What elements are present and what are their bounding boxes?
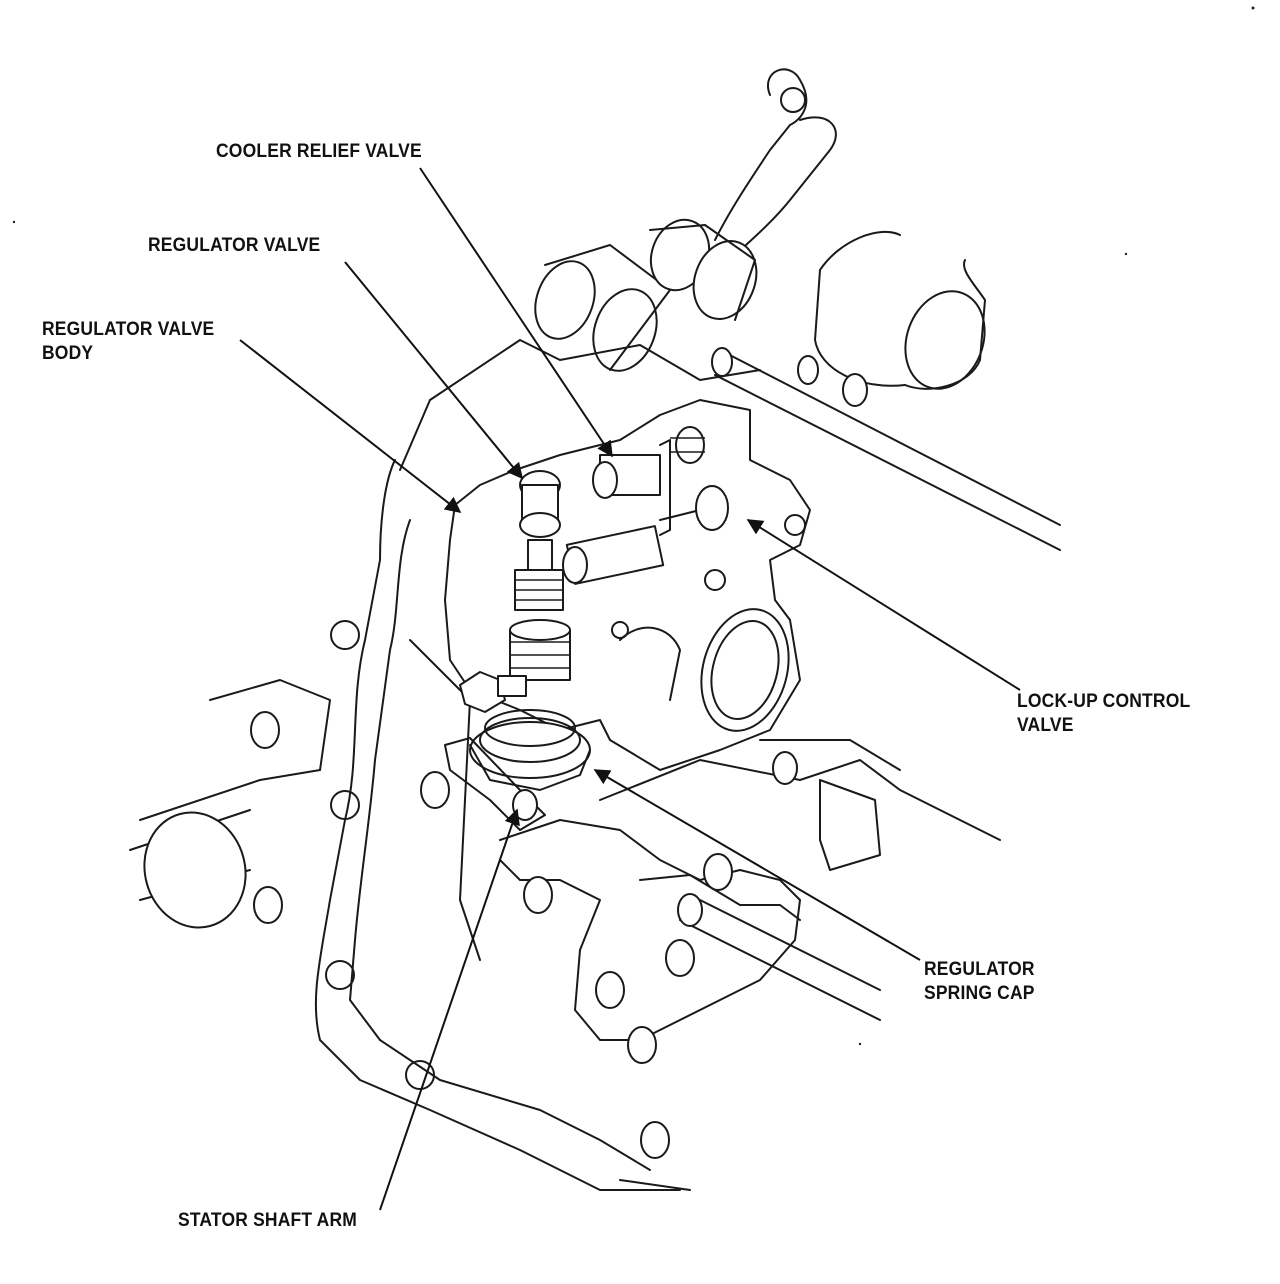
scan-specks: [12, 6, 1255, 1046]
label-lockup-control-valve: LOCK-UP CONTROL VALVE: [1017, 690, 1190, 738]
valve-body-assembly: [420, 399, 811, 831]
leader-stator-shaft-arm: [379, 808, 520, 1211]
label-stator-shaft-arm: STATOR SHAFT ARM: [178, 1210, 358, 1231]
upper-housing: [534, 68, 1061, 551]
label-lockup-control-valve-line1: LOCK-UP CONTROL: [1017, 691, 1191, 712]
leader-cooler-relief-valve: [419, 167, 613, 458]
label-regulator-valve-body: REGULATOR VALVE BODY: [42, 318, 214, 366]
leader-lines: [239, 167, 1021, 1211]
leader-regulator-spring-cap: [593, 769, 921, 961]
label-regulator-spring-cap-line2: SPRING CAP: [924, 983, 1035, 1004]
leader-lockup-control-valve: [746, 519, 1021, 691]
label-regulator-spring-cap: REGULATOR SPRING CAP: [924, 958, 1035, 1006]
label-lockup-control-valve-line2: VALVE: [1017, 715, 1074, 736]
leader-regulator-valve: [344, 261, 524, 480]
label-regulator-valve: REGULATOR VALVE: [148, 235, 321, 256]
label-regulator-valve-body-line2: BODY: [42, 343, 94, 364]
label-regulator-valve-body-line1: REGULATOR VALVE: [42, 319, 215, 340]
leader-regulator-valve-body: [239, 339, 462, 513]
label-cooler-relief-valve: COOLER RELIEF VALVE: [216, 141, 422, 162]
label-regulator-spring-cap-line1: REGULATOR: [924, 959, 1035, 980]
transmission-case: [129, 339, 1001, 1191]
